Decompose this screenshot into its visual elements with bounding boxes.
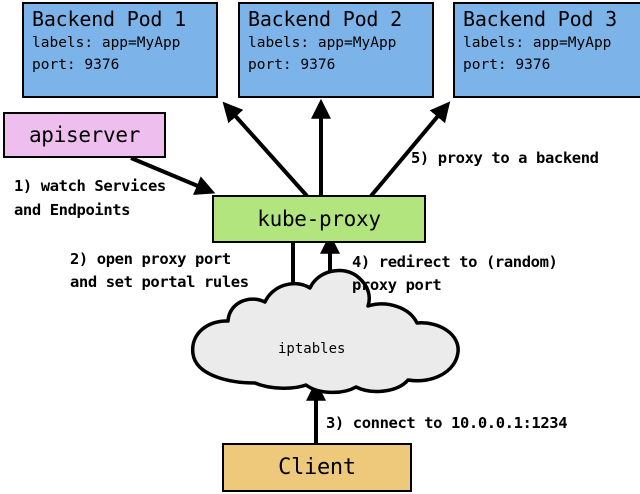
step-2-label-line-1: 2) open proxy port xyxy=(70,250,231,268)
backend-pod-1-labels: labels: app=MyApp xyxy=(32,35,181,51)
kube-proxy-box[interactable]: kube-proxy xyxy=(212,195,426,243)
iptables-label: iptables xyxy=(278,341,346,357)
step-1-label-line-1: 1) watch Services xyxy=(14,177,166,195)
arrow-apiserver-to-kubeproxy xyxy=(130,156,216,195)
client-box[interactable]: Client xyxy=(222,443,412,492)
step-4-label-line-1: 4) redirect to (random) xyxy=(352,253,558,271)
apiserver-box[interactable]: apiserver xyxy=(3,112,166,158)
iptables-cloud-shape xyxy=(191,268,460,395)
backend-pod-3-labels: labels: app=MyApp xyxy=(463,35,612,51)
apiserver-label: apiserver xyxy=(28,123,141,147)
backend-pod-1-port: port: 9376 xyxy=(32,57,120,73)
backend-pod-3-port: port: 9376 xyxy=(463,57,551,73)
backend-pod-2-title: Backend Pod 2 xyxy=(248,7,402,31)
step-4-label-line-2: proxy port xyxy=(352,276,442,294)
step-1-label-line-2: and Endpoints xyxy=(14,201,131,219)
backend-pod-2-labels: labels: app=MyApp xyxy=(248,35,397,51)
client-label: Client xyxy=(278,455,356,480)
backend-pod-3-title: Backend Pod 3 xyxy=(463,7,617,31)
arrow-kubeproxy-to-pod1 xyxy=(222,101,309,198)
step-3-label: 3) connect to 10.0.0.1:1234 xyxy=(326,414,568,432)
backend-pod-1-title: Backend Pod 1 xyxy=(32,7,186,31)
backend-pod-2-box[interactable]: Backend Pod 2 labels: app=MyApp port: 93… xyxy=(238,2,434,98)
backend-pod-3-box[interactable]: Backend Pod 3 labels: app=MyApp port: 93… xyxy=(453,2,640,98)
kube-proxy-label: kube-proxy xyxy=(257,207,381,231)
arrow-kubeproxy-to-pod3 xyxy=(369,101,451,198)
step-2-label-line-2: and set portal rules xyxy=(70,273,249,291)
backend-pod-1-box[interactable]: Backend Pod 1 labels: app=MyApp port: 93… xyxy=(22,2,218,98)
step-5-label: 5) proxy to a backend xyxy=(411,149,599,167)
backend-pod-2-port: port: 9376 xyxy=(248,57,336,73)
